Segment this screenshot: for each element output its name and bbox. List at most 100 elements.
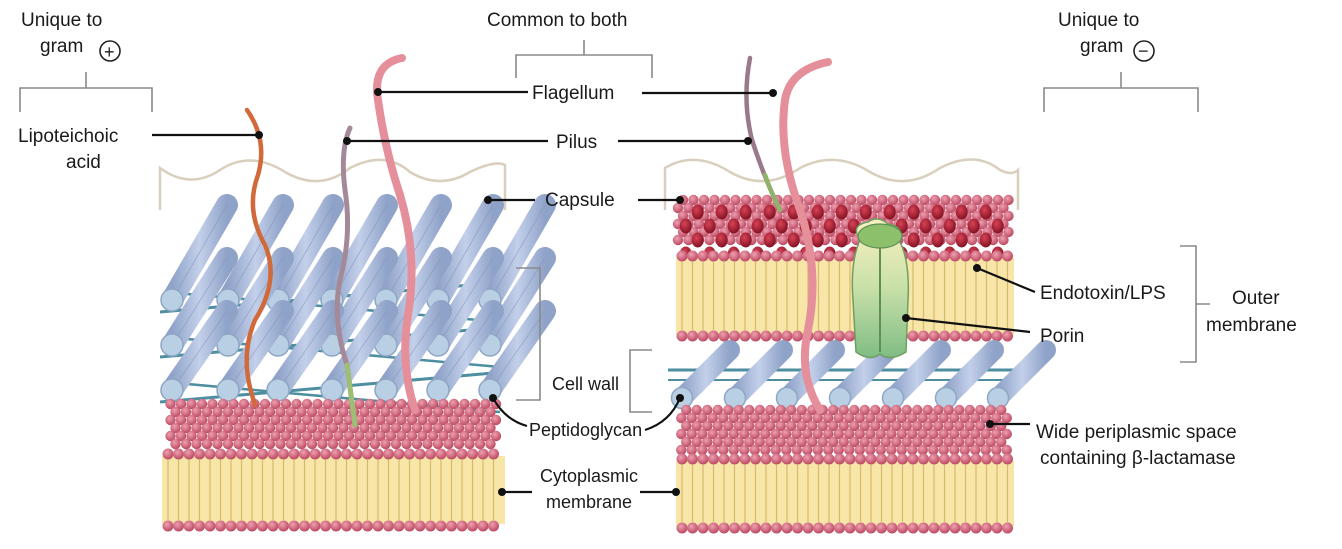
gp-surface-head: [170, 439, 180, 449]
gn-outer-bilayer-head: [687, 331, 698, 342]
gn-surface-head: [946, 235, 956, 245]
gn-bilayer-head: [887, 454, 898, 465]
gram-negative-outer-membrane: [673, 195, 1014, 342]
gn-outer-bilayer-head: [740, 251, 751, 262]
gn-bilayer-head: [687, 454, 698, 465]
gn-bilayer-head: [750, 523, 761, 534]
gp-bilayer-head: [299, 521, 310, 532]
gn-surface-head: [778, 235, 788, 245]
gn-outer-bilayer-head: [939, 331, 950, 342]
gp-surface-head: [401, 439, 411, 449]
lps-head: [788, 233, 800, 248]
gn-outer-bilayer-head: [960, 331, 971, 342]
gp-bilayer-head: [236, 449, 247, 460]
gn-bilayer-head: [792, 523, 803, 534]
gp-bilayer-head: [457, 521, 468, 532]
gp-bilayer-head: [488, 521, 499, 532]
gp-surface-head: [317, 439, 327, 449]
common-header: Common to both: [487, 10, 627, 31]
gn-bilayer-head: [740, 523, 751, 534]
gn-bilayer-head: [960, 523, 971, 534]
gp-bilayer-head: [205, 521, 216, 532]
gn-bilayer-head: [918, 454, 929, 465]
gn-outer-bilayer-head: [792, 251, 803, 262]
gn-bilayer-head: [960, 454, 971, 465]
gp-bilayer-head: [310, 521, 321, 532]
rod-end: [161, 334, 183, 356]
cell-wall-label: Cell wall: [552, 374, 619, 394]
gp-bilayer-head: [205, 449, 216, 460]
gp-bilayer-head: [394, 449, 405, 460]
gp-bilayer-head: [373, 449, 384, 460]
gp-bilayer-head: [320, 449, 331, 460]
gp-bilayer-head: [352, 521, 363, 532]
rod-end: [375, 379, 397, 401]
gn-outer-bilayer-head: [750, 331, 761, 342]
gn-bilayer-head: [698, 523, 709, 534]
gp-bilayer-head: [373, 521, 384, 532]
gp-bilayer-head: [446, 449, 457, 460]
lps-head: [692, 233, 704, 248]
gp-surface-head: [464, 439, 474, 449]
minus-symbol: −: [1138, 41, 1149, 61]
common-brace: [516, 40, 652, 78]
gn-bilayer-head: [918, 523, 929, 534]
gn-bilayer-head: [803, 523, 814, 534]
gn-outer-bilayer-head: [740, 331, 751, 342]
gn-bilayer-head: [845, 454, 856, 465]
lps-head: [740, 205, 752, 220]
periplasm-label-line1: Wide periplasmic space: [1036, 422, 1237, 443]
gp-bilayer-head: [331, 449, 342, 460]
gram-positive-header-line2: gram: [40, 36, 83, 57]
gp-bilayer-head: [362, 521, 373, 532]
gp-surface-head: [422, 439, 432, 449]
gn-bilayer-head: [771, 523, 782, 534]
lps-head: [764, 233, 776, 248]
lps-head: [824, 219, 836, 234]
gn-bilayer-head: [698, 454, 709, 465]
gp-bilayer-head: [415, 521, 426, 532]
gp-bilayer-head: [173, 449, 184, 460]
rod-end: [427, 379, 449, 401]
gn-bilayer-head: [750, 454, 761, 465]
rod-end: [267, 379, 289, 401]
lps-head: [920, 219, 932, 234]
gn-outer-bilayer-head: [845, 331, 856, 342]
gn-outer-bilayer-head: [677, 251, 688, 262]
gn-outer-bilayer-head: [792, 331, 803, 342]
lps-head: [884, 205, 896, 220]
gp-bilayer-head: [415, 449, 426, 460]
gp-bilayer-head: [425, 449, 436, 460]
gn-bilayer-head: [908, 454, 919, 465]
gn-outer-bilayer-head: [824, 331, 835, 342]
gn-bilayer-head: [1002, 454, 1013, 465]
gp-bilayer-head: [488, 449, 499, 460]
plus-symbol: +: [104, 42, 115, 62]
cytoplasmic-label-line1: Cytoplasmic: [540, 466, 638, 486]
lps-head: [956, 233, 968, 248]
gp-bilayer-head: [299, 449, 310, 460]
gp-bilayer-head: [310, 449, 321, 460]
gn-outer-bilayer-head: [771, 331, 782, 342]
gn-outer-bilayer-head: [719, 331, 730, 342]
gp-bilayer-head: [467, 449, 478, 460]
gp-surface-head: [370, 439, 380, 449]
gp-bilayer-head: [457, 449, 468, 460]
gp-bilayer-head: [257, 521, 268, 532]
gn-bilayer-head: [929, 523, 940, 534]
gp-surface-head: [443, 439, 453, 449]
lps-head: [980, 205, 992, 220]
lps-head: [812, 205, 824, 220]
lps-head: [908, 233, 920, 248]
gp-bilayer-head: [268, 521, 279, 532]
gram-positive-peptidoglycan-lattice: [160, 205, 545, 412]
lps-head: [812, 233, 824, 248]
gram-negative-header-line2: gram: [1080, 36, 1123, 57]
gn-bilayer-head: [939, 454, 950, 465]
gp-bilayer-head: [173, 521, 184, 532]
gp-bilayer-head: [226, 449, 237, 460]
lps-head: [908, 205, 920, 220]
capsule-label: Capsule: [545, 190, 615, 211]
gp-surface-head: [223, 439, 233, 449]
